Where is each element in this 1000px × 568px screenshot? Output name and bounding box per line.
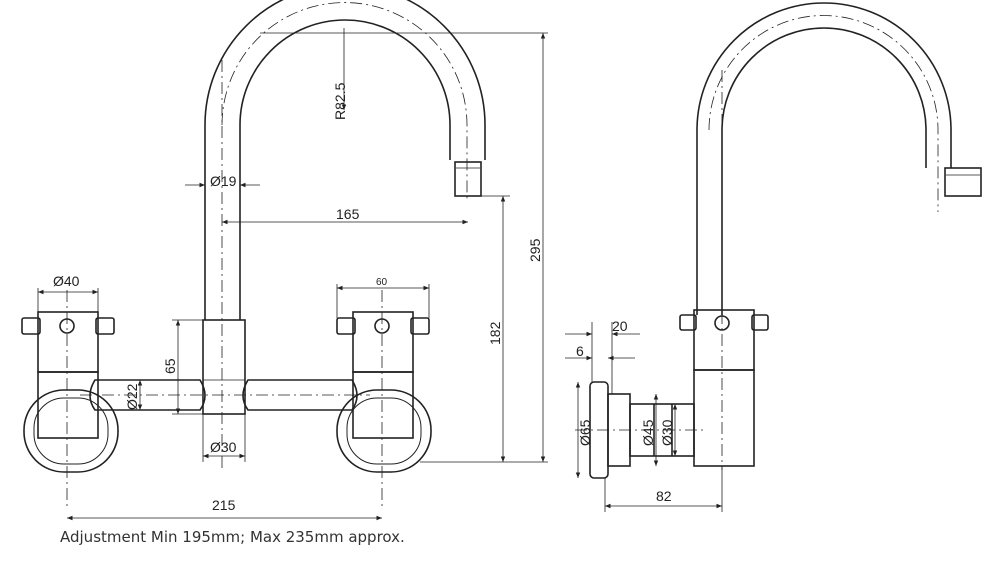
flange-thickness-label: 6 [576, 343, 584, 359]
projection-label: 82 [656, 488, 672, 504]
left-valve [21, 311, 119, 473]
right-valve [336, 311, 432, 473]
spout-radius-label: R82.5 [332, 82, 348, 120]
spout-reach-label: 165 [336, 206, 360, 222]
flange-diameter-label: Ø65 [577, 419, 593, 446]
flange-depth-label: 20 [612, 318, 628, 334]
side-dimension-lines [565, 322, 723, 512]
body-diameter-label: Ø30 [210, 439, 237, 455]
side-body-diameter-label: Ø30 [659, 419, 675, 446]
total-height-label: 295 [527, 238, 543, 262]
front-dimension-lines [37, 28, 548, 521]
side-spout [696, 2, 982, 315]
spout-diameter-label: Ø19 [210, 173, 237, 189]
handle-diameter-label: Ø40 [53, 273, 80, 289]
handle-width-label: 60 [376, 277, 388, 288]
centres-label: 215 [212, 497, 236, 513]
center-lines [66, 2, 468, 510]
cross-pipe [89, 379, 358, 411]
central-body [202, 319, 246, 415]
adjustment-note: Adjustment Min 195mm; Max 235mm approx. [60, 528, 405, 546]
front-view: R82.5 Ø19 165 295 182 Ø40 60 65 Ø22 Ø30 … [21, 0, 548, 521]
side-view: 20 6 Ø65 Ø45 Ø30 82 [565, 2, 982, 512]
collar-diameter-label: Ø45 [640, 419, 656, 446]
side-center-lines [575, 15, 939, 470]
body-height-label: 65 [162, 358, 178, 374]
outlet-height-label: 182 [487, 321, 503, 345]
pipe-diameter-label: Ø22 [124, 383, 140, 410]
spout [204, 0, 486, 320]
